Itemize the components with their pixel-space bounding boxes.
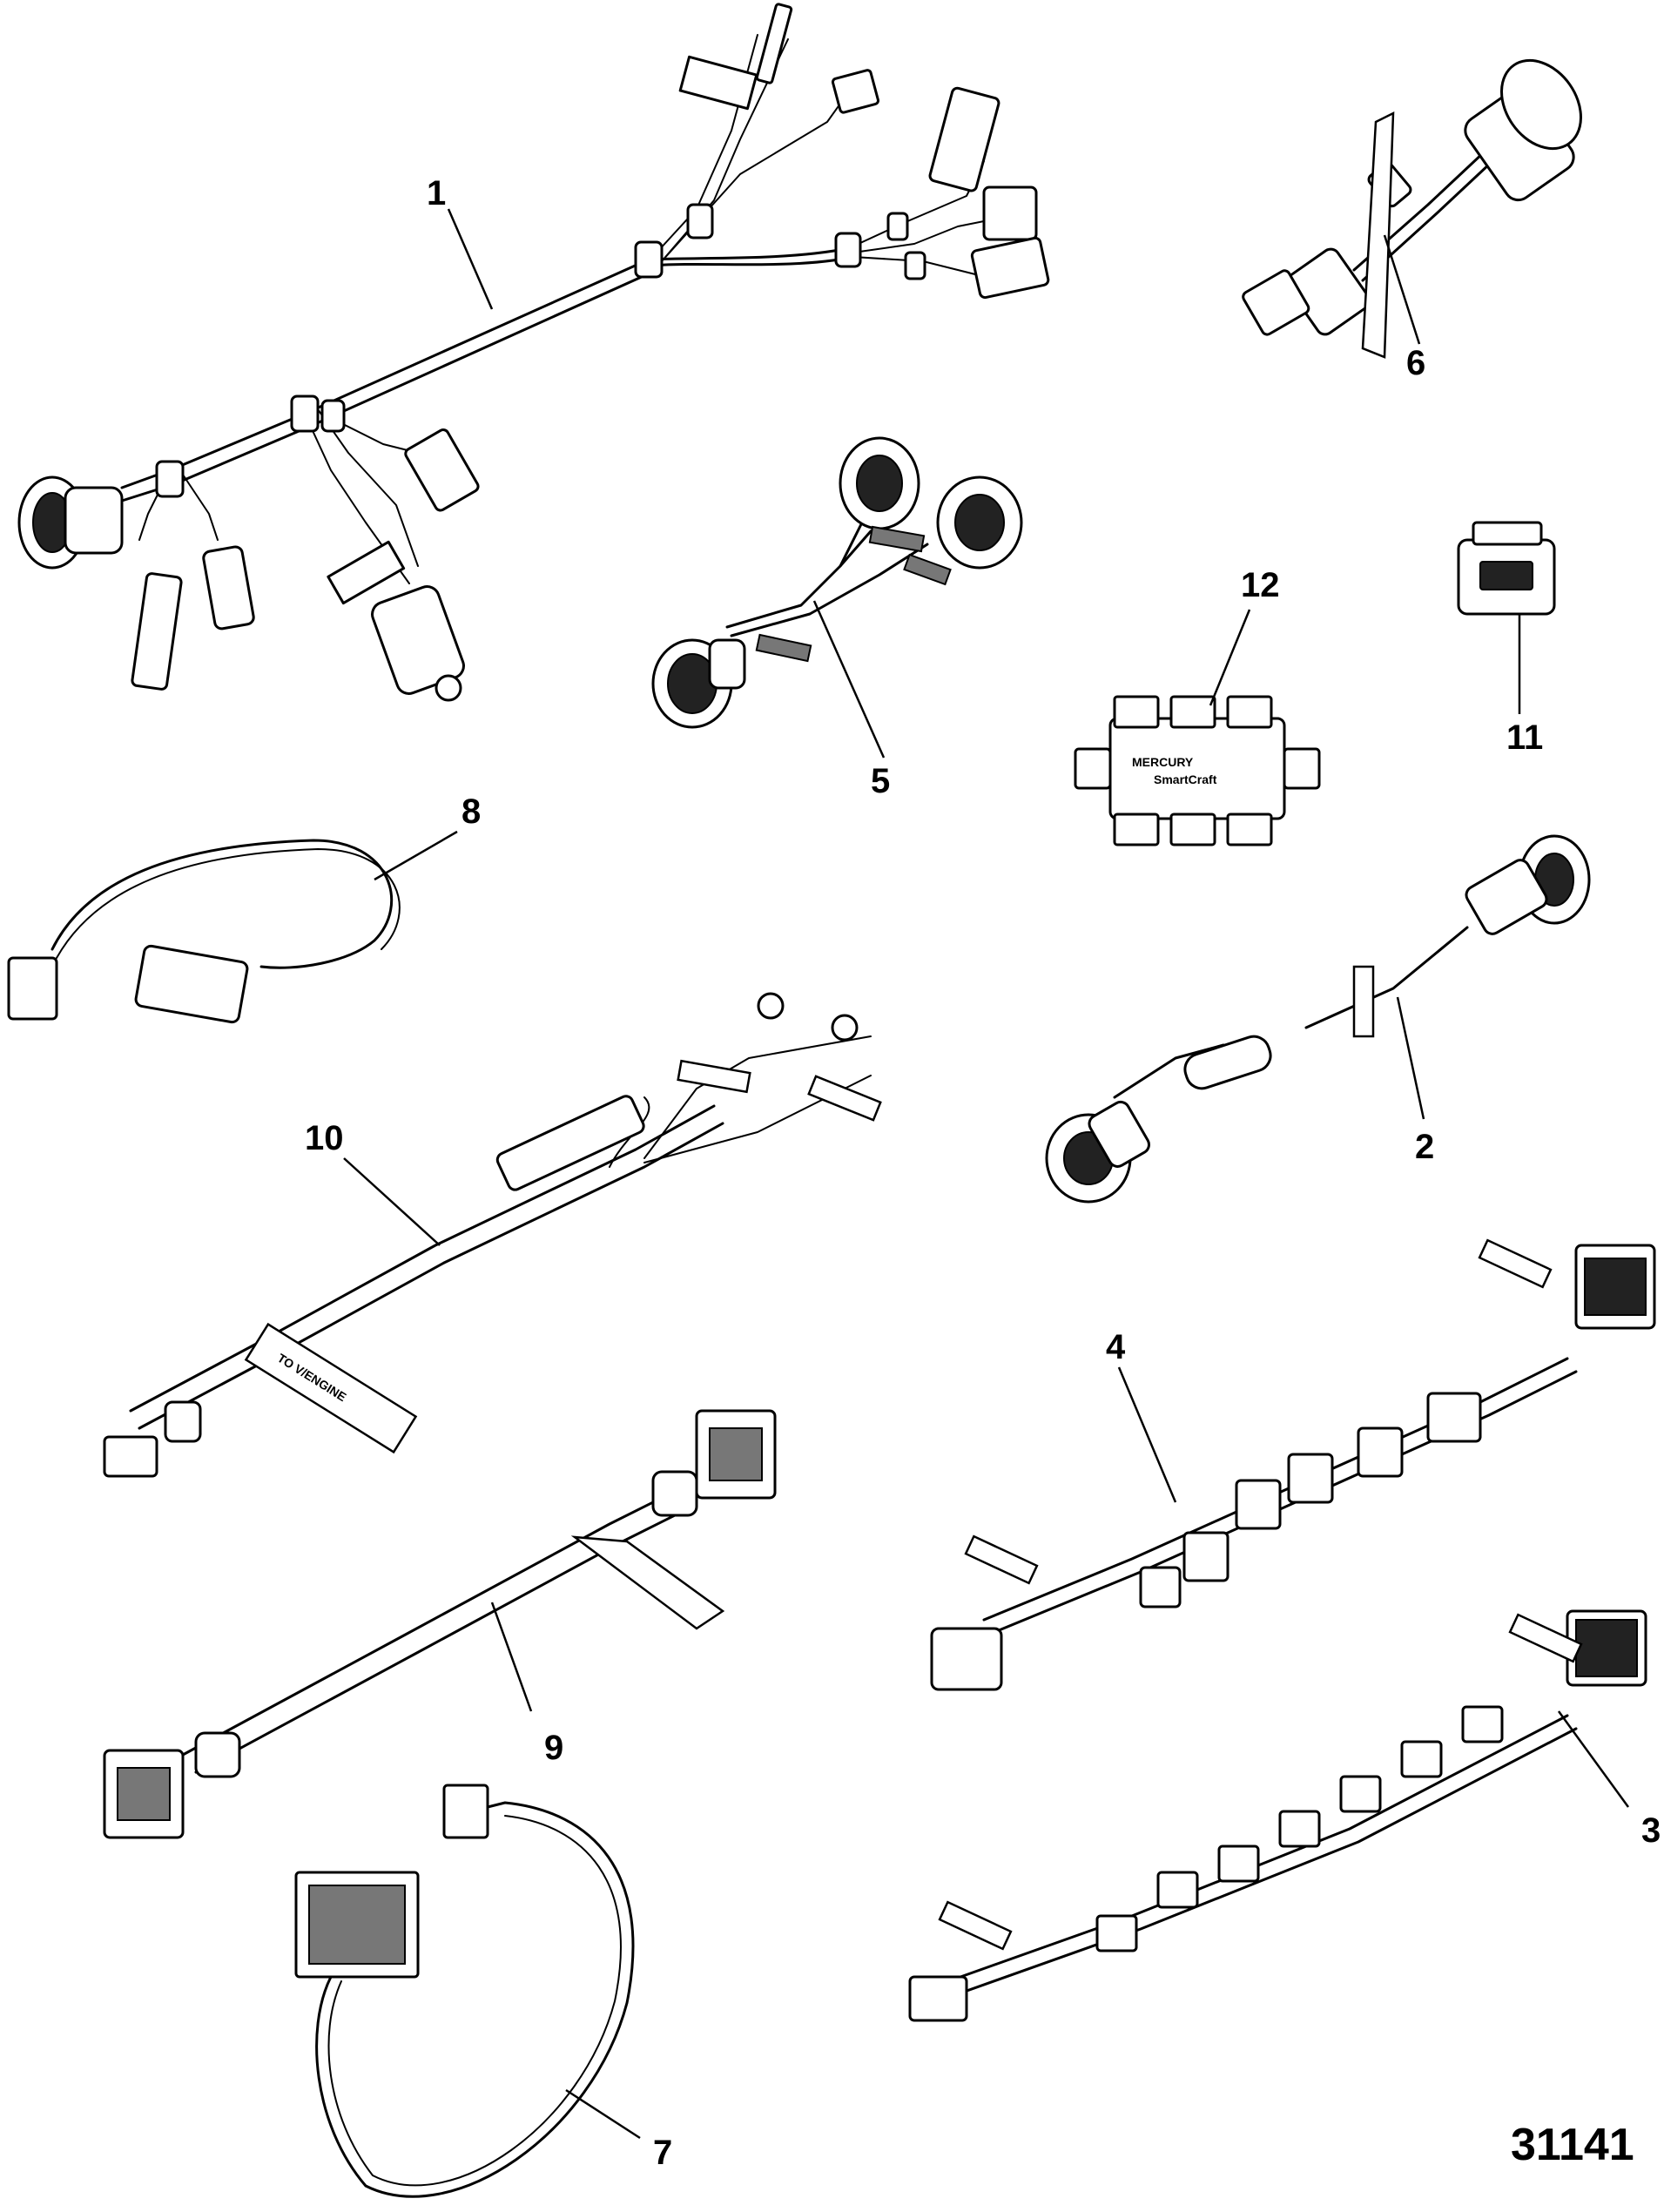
junction-sub-text: SmartCraft [1154, 772, 1217, 786]
harness-9 [103, 1409, 777, 1839]
callout-3: 3 [1641, 1811, 1661, 1850]
harness-8 [7, 839, 401, 1024]
connector-11 [1457, 521, 1556, 616]
callout-7: 7 [653, 2134, 672, 2172]
callout-numbers: 1 6 5 12 11 8 2 10 4 9 3 7 31141 [305, 174, 1661, 2172]
junction-box-12: MERCURY SmartCraft [1074, 695, 1321, 846]
harness-10: TO V/ENGINE [103, 992, 882, 1478]
harness-7 [294, 1784, 635, 2198]
callout-5: 5 [871, 762, 890, 800]
callout-11: 11 [1506, 718, 1543, 757]
harness-5 [651, 436, 1023, 729]
callout-9: 9 [544, 1729, 563, 1767]
callout-8: 8 [461, 792, 481, 831]
harness-6 [1242, 58, 1582, 359]
harness-2 [1045, 834, 1591, 1204]
harness-3 [908, 1609, 1647, 2022]
callout-12: 12 [1241, 566, 1280, 604]
callout-1: 1 [427, 174, 446, 212]
harness-1 [17, 3, 1050, 702]
callout-6: 6 [1406, 344, 1425, 382]
callout-4: 4 [1106, 1328, 1126, 1366]
figure-number: 31141 [1511, 2120, 1634, 2170]
harness-4 [930, 1238, 1656, 1691]
callout-leaders [343, 208, 1630, 2140]
junction-brand-text: MERCURY [1132, 755, 1194, 769]
callout-10: 10 [305, 1119, 344, 1157]
callout-2: 2 [1415, 1128, 1434, 1166]
